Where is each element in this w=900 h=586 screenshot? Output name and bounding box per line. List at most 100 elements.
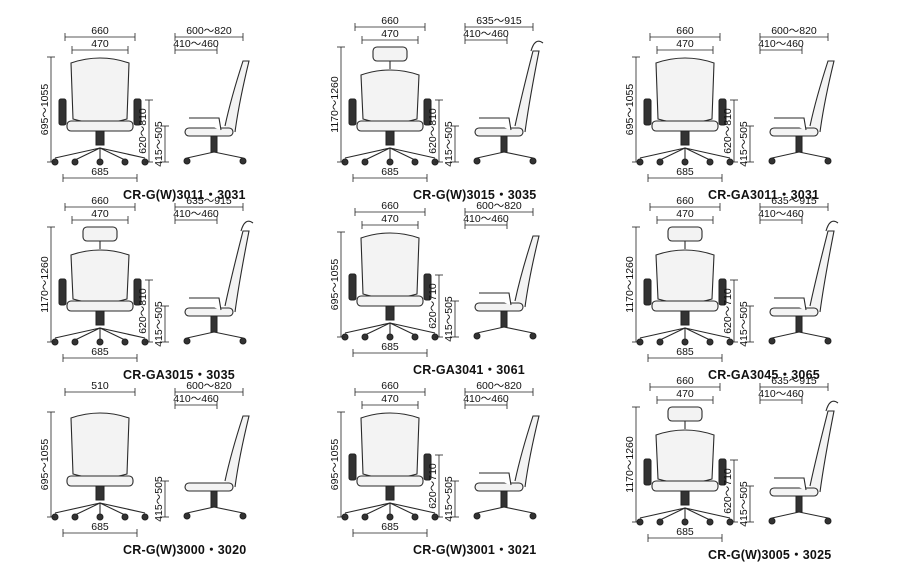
side-seat (474, 127, 524, 137)
front-width-dimension: 660 (649, 195, 721, 211)
caster-wheel (656, 338, 664, 346)
base-width-dimension: 685 (62, 521, 138, 537)
side-gas-cylinder (795, 495, 803, 513)
base (639, 147, 731, 161)
side-seat (184, 307, 234, 317)
right-armrest (423, 273, 432, 301)
side-caster-wheel (529, 512, 537, 520)
arm-height-dimension: 620～710 (722, 279, 738, 343)
right-armrest (423, 98, 432, 126)
base-width-dimension: 685 (647, 526, 723, 542)
seat-depth-dimension: 410～460 (758, 38, 804, 54)
caster-wheel (361, 158, 369, 166)
side-gas-cylinder (210, 135, 218, 153)
side-caster-wheel (239, 512, 247, 520)
side-base (771, 331, 829, 339)
front-width-dimension-label: 660 (676, 25, 694, 37)
seat-height-dimension-label: 415～505 (738, 121, 750, 167)
chair-side-view (473, 415, 540, 520)
depth-dimension-label: 600～820 (186, 25, 232, 37)
front-width-dimension-label: 660 (91, 25, 109, 37)
backrest (360, 412, 420, 479)
side-caster-wheel (239, 337, 247, 345)
seat-height-dimension-label: 415～505 (443, 121, 455, 167)
side-seat (184, 482, 234, 492)
depth-dimension: 635～915 (759, 195, 829, 211)
headrest (82, 226, 118, 242)
chair-side-view (768, 60, 835, 165)
side-backrest (224, 60, 250, 133)
backrest (655, 249, 715, 304)
front-width-dimension: 660 (649, 25, 721, 41)
back-width-dimension-label: 470 (676, 38, 694, 50)
arm-height-dimension-label: 620～710 (722, 468, 734, 514)
base (344, 147, 436, 161)
seat-height-dimension-label: 415～505 (738, 301, 750, 347)
side-backrest (809, 230, 835, 313)
model-number: CR-GA3041・3061 (413, 363, 525, 377)
gas-cylinder (95, 310, 105, 326)
height-dimension-label: 1170～1260 (329, 76, 341, 133)
side-headrest (530, 40, 544, 52)
side-backrest (224, 230, 250, 313)
side-caster-wheel (473, 332, 481, 340)
chair-side-view (183, 415, 250, 520)
side-base (771, 151, 829, 159)
side-caster-wheel (239, 157, 247, 165)
backrest (70, 412, 130, 479)
arm-height-dimension: 620～810 (137, 99, 153, 163)
seat-depth-dimension-label: 410～460 (173, 38, 219, 50)
model-number: CR-G(W)3005・3025 (708, 548, 832, 562)
left-armrest (348, 273, 357, 301)
height-dimension-label: 695～1055 (624, 84, 636, 136)
side-gas-cylinder (210, 315, 218, 333)
seat-height-dimension-label: 415～505 (443, 296, 455, 342)
backrest (70, 249, 130, 304)
side-gas-cylinder (500, 490, 508, 508)
seat-height-dimension-label: 415～505 (153, 301, 165, 347)
seat-depth-dimension-label: 410～460 (463, 28, 509, 40)
chair-side-view (473, 235, 540, 340)
side-armrest (774, 297, 807, 311)
chair-front-view (341, 46, 439, 166)
base-width-dimension-label: 685 (91, 346, 109, 358)
seat-height-dimension: 415～505 (443, 121, 459, 167)
side-caster-wheel (183, 157, 191, 165)
seat-depth-dimension-label: 410～460 (463, 393, 509, 405)
seat-height-dimension: 415～505 (153, 121, 169, 167)
side-seat (769, 487, 819, 497)
height-dimension: 1170～1260 (624, 226, 640, 343)
base-width-dimension-label: 685 (676, 526, 694, 538)
caster-wheel (96, 158, 104, 166)
depth-dimension-label: 635～915 (771, 375, 817, 387)
gas-cylinder (680, 490, 690, 506)
depth-dimension-label: 635～915 (771, 195, 817, 207)
side-backrest (809, 60, 835, 133)
caster-wheel (411, 333, 419, 341)
caster-wheel (706, 518, 714, 526)
depth-dimension: 600～820 (174, 380, 244, 396)
side-caster-wheel (529, 157, 537, 165)
model-number: CR-G(W)3011・3031 (123, 188, 246, 202)
seat (66, 475, 134, 487)
height-dimension-label: 1170～1260 (39, 256, 51, 313)
base-width-dimension: 685 (352, 521, 428, 537)
side-base (476, 506, 534, 514)
seat-depth-dimension-label: 410～460 (758, 388, 804, 400)
caster-wheel (681, 518, 689, 526)
seat-height-dimension: 415～505 (153, 301, 169, 347)
base-width-dimension-label: 685 (381, 166, 399, 178)
caster-wheel (71, 513, 79, 521)
side-armrest (189, 117, 222, 131)
height-dimension: 695～1055 (624, 56, 640, 163)
side-backrest (514, 235, 540, 308)
back-width-dimension: 470 (71, 38, 129, 54)
caster-wheel (386, 333, 394, 341)
arm-height-dimension: 620～810 (137, 279, 153, 343)
side-seat (769, 307, 819, 317)
